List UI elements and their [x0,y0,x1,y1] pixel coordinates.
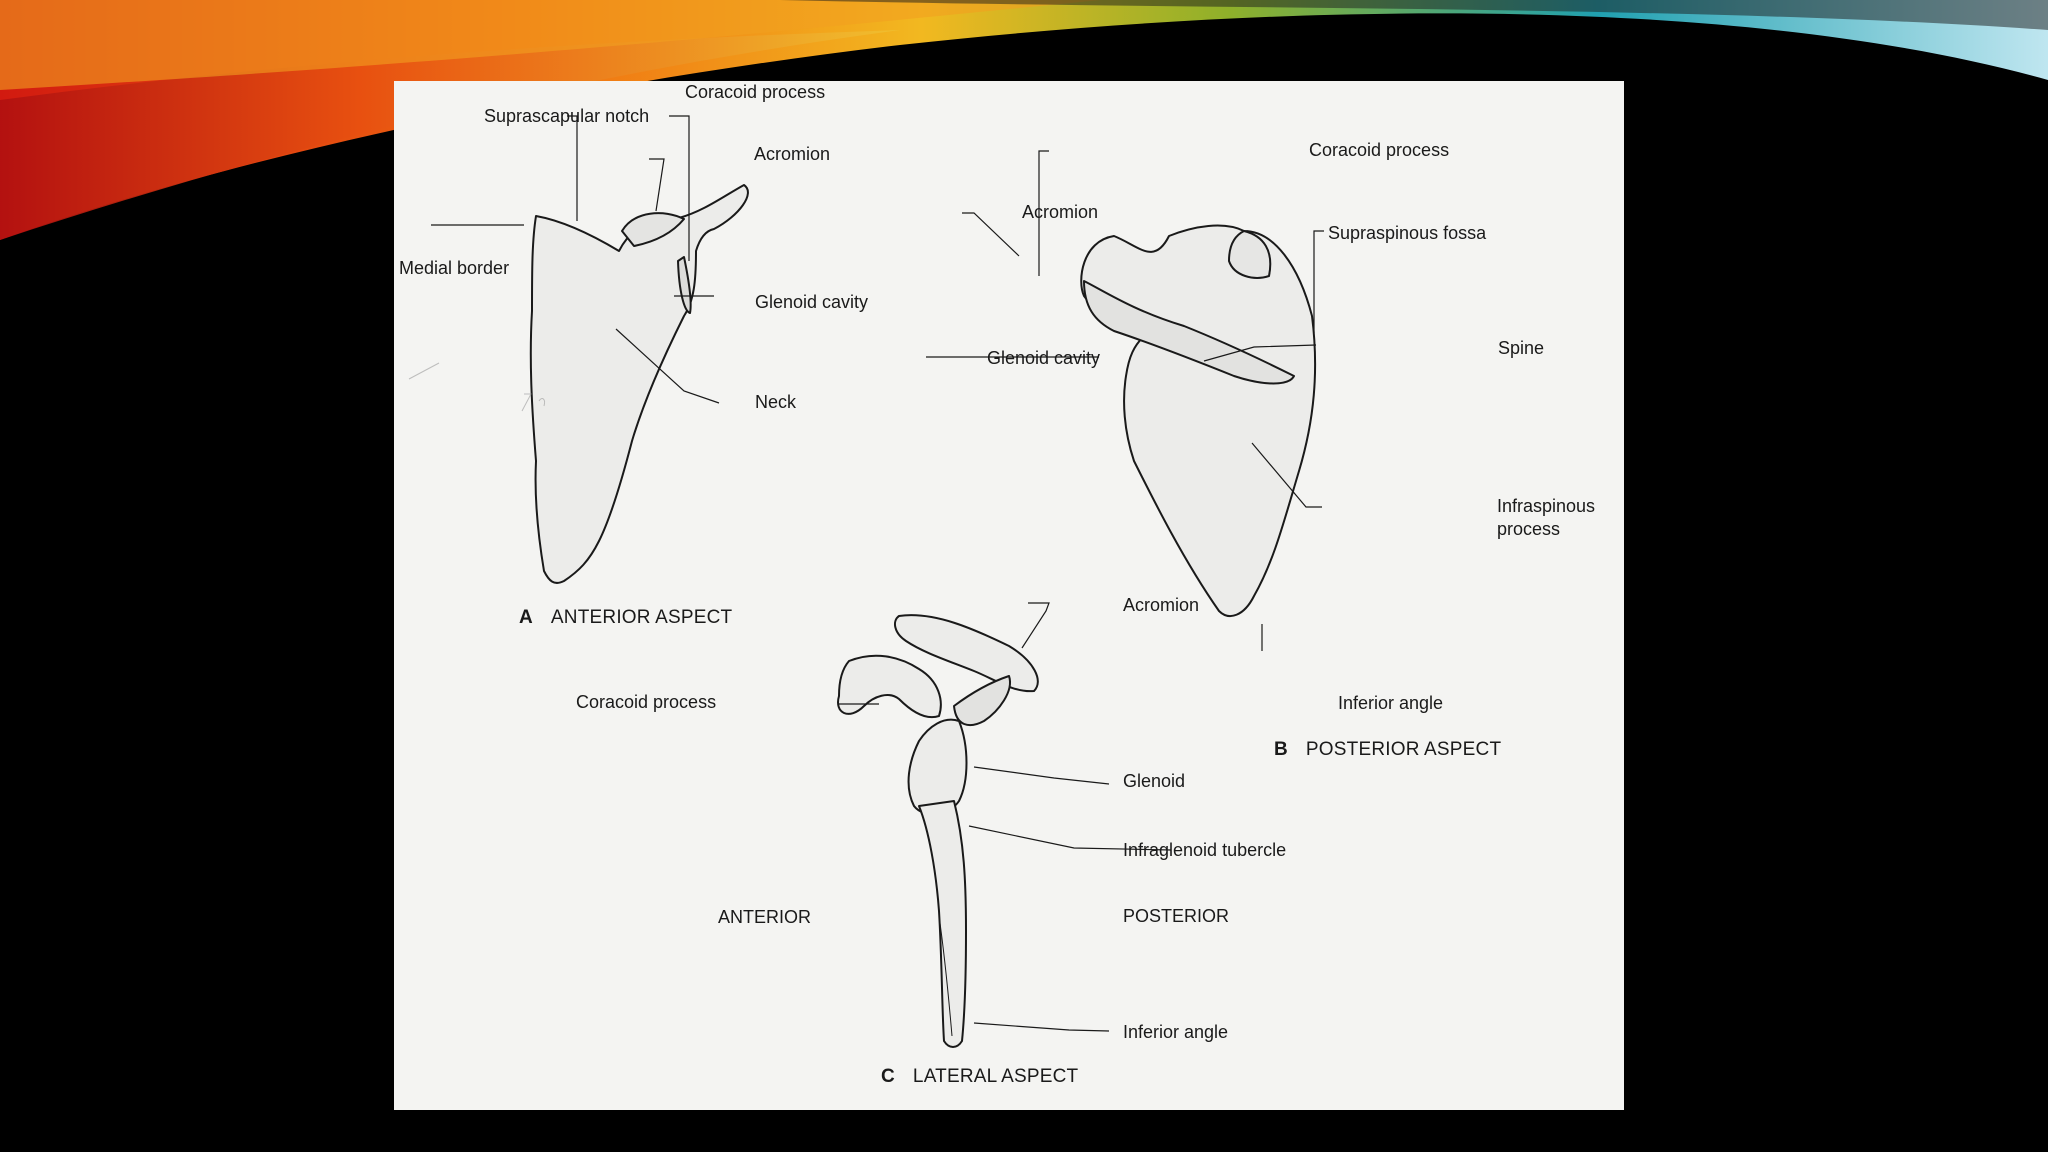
label-a-medial-border: Medial border [399,258,510,278]
label-a-acromion: Acromion [754,144,831,164]
label-a-glenoid-cavity: Glenoid cavity [755,292,869,312]
scapula-anterior-drawing [529,184,749,584]
label-b-acromion: Acromion [1022,202,1099,222]
label-b-coracoid-process: Coracoid process [1309,140,1450,160]
label-c-coracoid-process: Coracoid process [576,692,717,712]
label-c-posterior: POSTERIOR [1123,906,1230,926]
label-b-infraspinous-line2: process [1497,519,1561,539]
label-b-inferior-angle: Inferior angle [1338,693,1444,713]
label-c-anterior: ANTERIOR [718,907,812,927]
decorative-swoosh [0,0,2048,240]
caption-c: C LATERAL ASPECT [881,1066,1078,1088]
label-c-acromion: Acromion [1123,595,1200,615]
caption-a-letter: A [519,607,533,628]
label-b-infraspinous-line1: Infraspinous [1497,496,1596,516]
scapula-illustrations [408,115,1324,1048]
label-c-inferior-angle: Inferior angle [1123,1022,1229,1042]
caption-a-text: ANTERIOR ASPECT [550,607,733,628]
label-a-suprascapular-notch: Suprascapular notch [484,106,650,126]
scapula-posterior-drawing [1080,224,1317,617]
caption-c-letter: C [881,1066,895,1087]
caption-b: B POSTERIOR ASPECT [1274,739,1501,761]
label-c-infraglenoid-tubercle: Infraglenoid tubercle [1123,840,1287,860]
caption-b-text: POSTERIOR ASPECT [1305,739,1502,760]
diagram-panel: Coracoid process Suprascapular notch Acr… [394,81,1624,1110]
label-c-glenoid: Glenoid [1123,771,1186,791]
scapula-lateral-drawing [893,614,1039,693]
caption-c-text: LATERAL ASPECT [912,1066,1079,1087]
label-a-neck: Neck [755,392,797,412]
caption-b-letter: B [1274,739,1288,760]
label-b-glenoid-cavity: Glenoid cavity [987,348,1101,368]
label-b-spine: Spine [1498,338,1545,358]
label-b-supraspinous-fossa: Supraspinous fossa [1328,223,1487,243]
label-a-coracoid-process: Coracoid process [685,82,826,102]
caption-a: A ANTERIOR ASPECT [519,607,732,629]
